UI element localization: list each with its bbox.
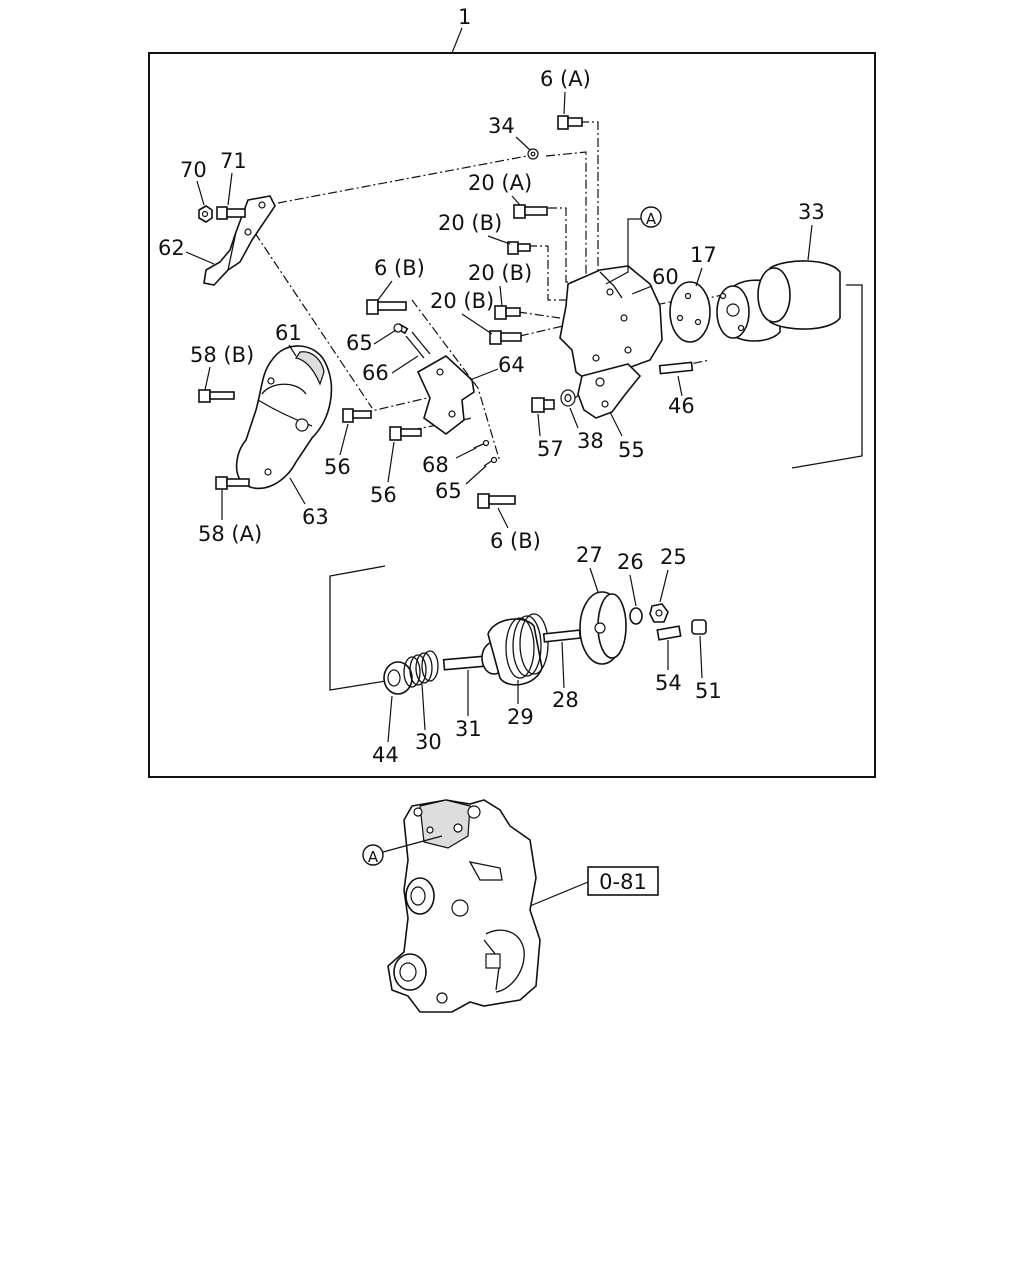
washer-26 [629,607,643,625]
label-61: 61 [275,321,302,345]
label-30: 30 [415,730,442,754]
label-20a: 20 (A) [468,171,532,195]
label-63: 63 [302,505,329,529]
washer-34 [527,148,539,160]
svg-text:A: A [646,210,657,228]
label-65-bottom: 65 [435,479,462,503]
cap-51 [691,619,707,635]
label-56-2: 56 [370,483,397,507]
connector-line-left [329,565,393,691]
label-17: 17 [690,243,717,267]
label-6a: 6 (A) [540,67,591,91]
label-68: 68 [422,453,449,477]
svg-text:A: A [368,848,379,866]
label-60: 60 [652,265,679,289]
label-62: 62 [158,236,185,260]
bolt-71 [216,206,246,220]
label-65-top: 65 [346,331,373,355]
label-55: 55 [618,438,645,462]
disc-27 [579,591,627,665]
reference-a-callout-bottom: A [362,835,443,866]
label-26: 26 [617,550,644,574]
label-54: 54 [655,671,682,695]
part-labels: 6 (A) 34 70 71 20 (A) 20 (B) 62 33 17 60… [158,67,825,767]
plate-17 [669,281,711,343]
bolt-20a [513,204,548,219]
pump-housing [387,799,589,1013]
label-66: 66 [362,361,389,385]
bolt-56-lower [389,426,422,441]
bracket-60 [559,265,663,385]
label-31: 31 [455,717,482,741]
label-70: 70 [180,158,207,182]
assembly-number: 1 [458,5,471,29]
fitting-54 [656,625,682,641]
spring-30 [403,650,439,688]
label-51: 51 [695,679,722,703]
motor-33 [716,260,841,342]
bolt-57 [531,397,555,413]
label-20b-3: 20 (B) [430,289,494,313]
pulley-29 [487,613,549,686]
bolt-6b-top [366,299,407,315]
nut-70 [198,205,213,223]
label-25: 25 [660,545,687,569]
label-33: 33 [798,200,825,224]
bolt-20b-2 [494,305,521,320]
reference-a-callout-top: A [605,206,662,285]
bracket-55 [577,363,642,419]
assembly-frame [148,52,876,778]
label-20b-1: 20 (B) [438,211,502,235]
clip-65-lower [483,456,498,467]
label-6b-bottom: 6 (B) [490,529,541,553]
bracket-64 [416,355,475,436]
label-38: 38 [577,429,604,453]
screw-58b [198,389,235,403]
label-28: 28 [552,688,579,712]
reference-box-0-81: 0-81 [587,866,659,896]
label-57: 57 [537,437,564,461]
washer-38 [560,389,576,407]
label-58a: 58 (A) [198,522,262,546]
label-64: 64 [498,353,525,377]
label-6b-top: 6 (B) [374,256,425,280]
bolt-56-upper [342,408,372,423]
clip-68 [473,439,490,449]
svg-text:0-81: 0-81 [599,870,647,894]
label-29: 29 [507,705,534,729]
bolt-20b-3 [489,330,522,345]
label-27: 27 [576,543,603,567]
cover-61-63 [235,345,333,490]
label-46: 46 [668,394,695,418]
bracket-62 [203,195,276,286]
screw-58a [215,476,250,490]
label-34: 34 [488,114,515,138]
label-44: 44 [372,743,399,767]
label-56-1: 56 [324,455,351,479]
bolt-6a [557,115,583,130]
label-58b: 58 (B) [190,343,254,367]
washer-44 [383,661,413,695]
bolt-20b-1 [507,241,531,255]
bolt-6b-bottom [477,493,516,509]
connector-line-right [791,284,863,469]
label-20b-2: 20 (B) [468,261,532,285]
bolt-28 [542,629,582,643]
label-71: 71 [220,149,247,173]
nut-25 [649,603,669,623]
pin-46 [658,361,694,375]
